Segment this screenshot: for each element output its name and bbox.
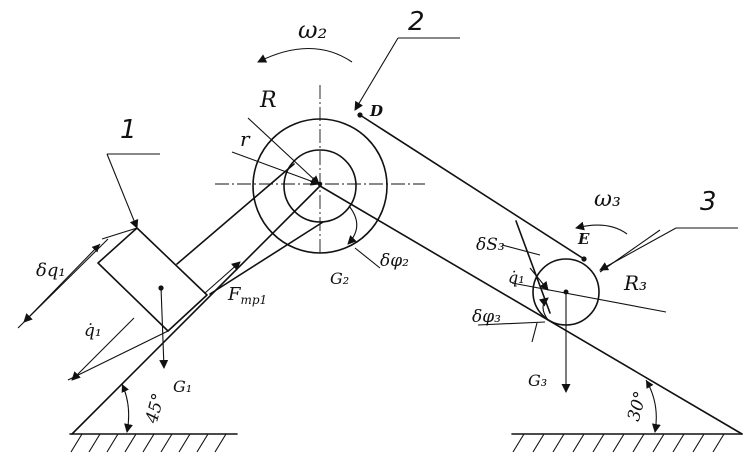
label-friction-force: Fтр1 xyxy=(227,284,267,307)
label-radius-R: R xyxy=(259,88,277,113)
friction-arrow xyxy=(204,261,241,294)
label-dphi2: δφ₂ xyxy=(380,251,409,271)
point-e-marker xyxy=(581,256,587,262)
leader-1 xyxy=(106,153,160,229)
belt-right xyxy=(359,114,585,314)
dphi3-arc xyxy=(531,297,549,343)
label-angle-45: 45° xyxy=(142,391,169,426)
leader-2 xyxy=(354,37,460,111)
radius-r-dimension xyxy=(231,151,320,186)
label-point-E: E xyxy=(577,230,590,248)
q1dot-right-arrow xyxy=(529,267,549,291)
label-radius-r: r xyxy=(240,127,251,151)
dS3-leader xyxy=(501,244,541,256)
incline-left-45 xyxy=(71,185,321,435)
radius-R-dimension xyxy=(247,117,320,185)
label-omega3: ω₃ xyxy=(594,187,621,212)
dphi3-leader xyxy=(477,321,546,326)
omega3-arrow xyxy=(575,221,628,235)
label-q1dot-left: q̇₁ xyxy=(84,321,102,341)
ground-left xyxy=(69,433,238,453)
omega2-arrow xyxy=(257,48,353,63)
label-body-1: 1 xyxy=(120,115,137,145)
label-dq1: δq₁ xyxy=(36,260,66,281)
dq1-dimension xyxy=(17,227,169,381)
label-weight-G1: G₁ xyxy=(173,377,192,396)
q1dot-left-arrow xyxy=(71,317,135,381)
ground-right xyxy=(511,433,743,453)
label-dphi3: δφ₃ xyxy=(472,307,501,327)
label-weight-G2: G₂ xyxy=(330,269,349,288)
belt-left xyxy=(176,163,324,295)
disk-3 xyxy=(511,229,667,393)
label-omega2: ω₂ xyxy=(298,16,327,44)
label-dS3: δS₃ xyxy=(476,235,505,255)
label-body-3: 3 xyxy=(700,187,717,217)
pulley-2 xyxy=(215,85,425,255)
incline-right-30 xyxy=(319,185,743,435)
label-q1dot-right: q̇₁ xyxy=(508,268,525,287)
block-1 xyxy=(97,227,208,369)
label-point-D: D xyxy=(369,102,383,120)
angle-45-arc xyxy=(121,383,133,433)
label-weight-G3: G₃ xyxy=(528,371,547,390)
label-body-2: 2 xyxy=(408,7,425,37)
leader-3 xyxy=(599,227,738,271)
angle-30-arc xyxy=(645,379,661,433)
label-radius-R3: R₃ xyxy=(623,271,647,295)
dphi2-arc xyxy=(347,205,381,269)
label-angle-30: 30° xyxy=(624,389,651,423)
